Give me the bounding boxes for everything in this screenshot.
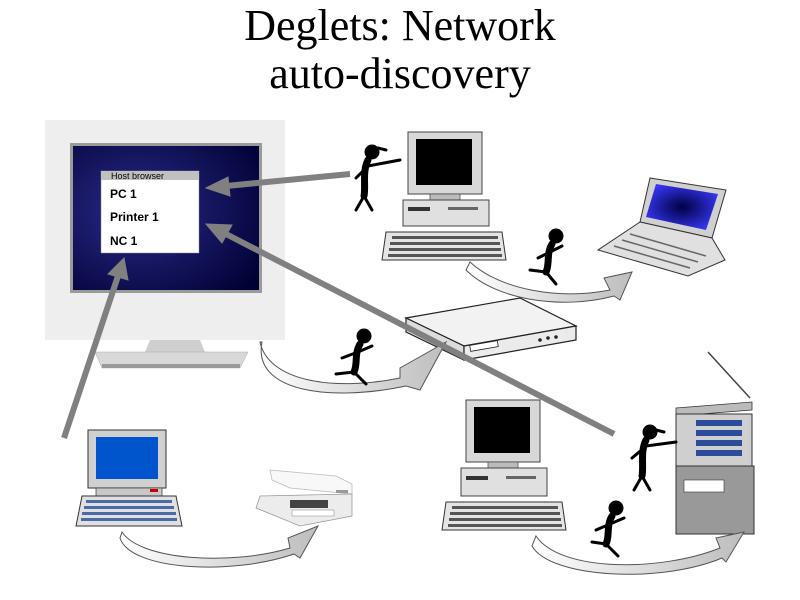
deglet-figure-running-hub (334, 328, 374, 386)
browser-item-printer[interactable]: Printer 1 (110, 210, 159, 224)
laptop (596, 177, 727, 277)
deglet-figure-pc (354, 144, 402, 212)
discovery-arrow-nc (61, 275, 121, 439)
transit-arrow-pc-to-copier (531, 531, 746, 575)
transit-arrow-host-to-hub (259, 340, 448, 394)
deglet-figure-running-bottom (590, 500, 626, 558)
desktop-pc-top (381, 131, 507, 261)
discovery-arrows (61, 171, 616, 439)
network-computer (75, 429, 183, 527)
transit-arrow-nc-to-printer (119, 525, 320, 568)
host-browser-window: Host browser PC 1 Printer 1 NC 1 (100, 170, 200, 254)
title-line-1: Deglets: Network (244, 1, 556, 50)
discovery-arrow-pc (225, 171, 351, 189)
transit-arrows (119, 261, 746, 575)
slide-title: Deglets: Network auto-discovery (0, 2, 800, 98)
browser-item-pc[interactable]: PC 1 (110, 187, 137, 201)
browser-item-nc[interactable]: NC 1 (110, 234, 138, 248)
discovery-arrow-copier (224, 231, 616, 437)
title-line-2: auto-discovery (269, 49, 531, 98)
transit-arrow-pc-to-laptop (465, 261, 633, 303)
copier (675, 351, 755, 535)
browser-window-title: Host browser (111, 171, 164, 181)
desktop-pc-bottom (441, 399, 567, 531)
printer (255, 469, 353, 527)
deglet-figure-running-top (528, 228, 564, 286)
deglet-figure-copier (630, 424, 678, 492)
